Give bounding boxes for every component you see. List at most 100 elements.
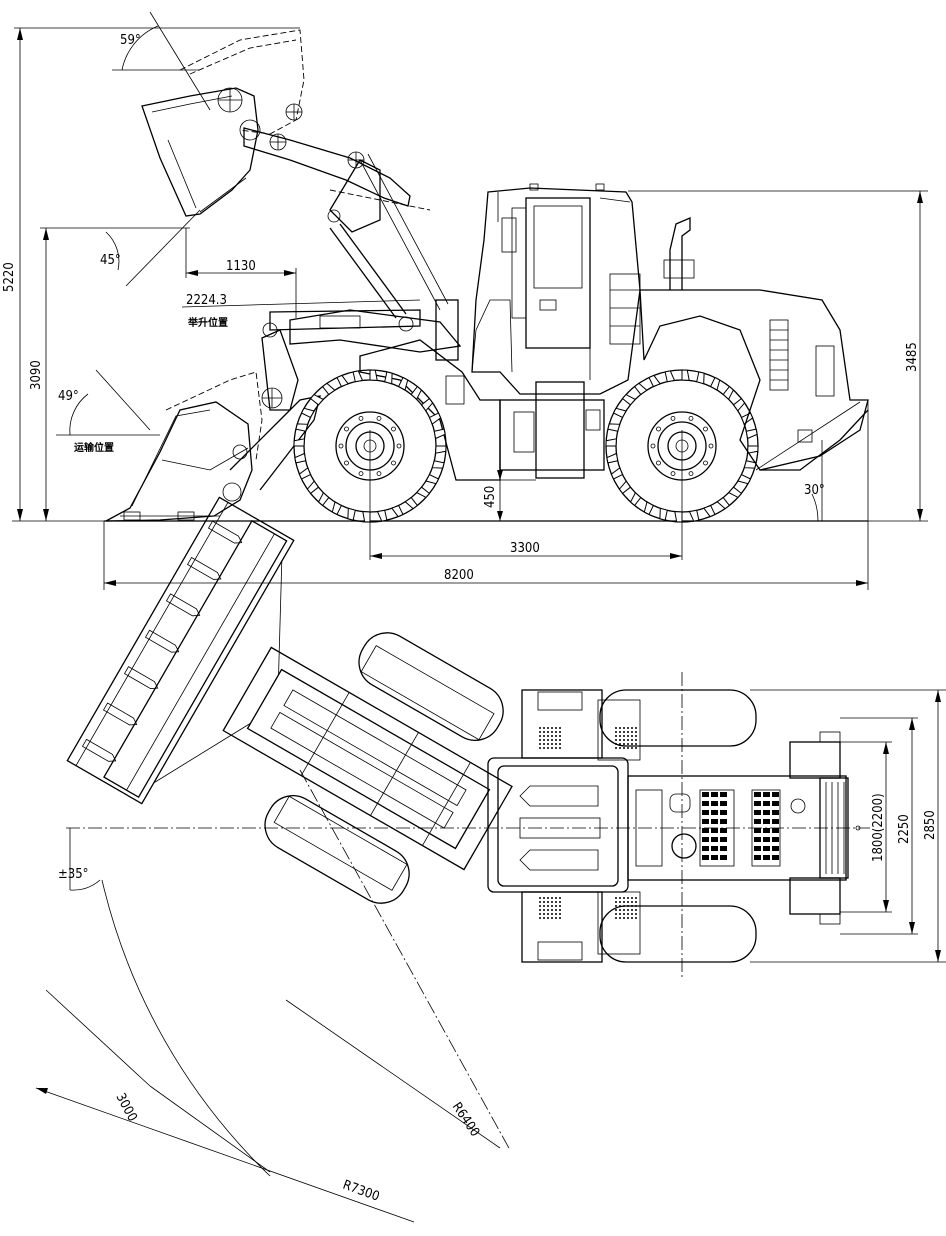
vent-slot xyxy=(763,801,770,806)
tread-plate-dot xyxy=(543,743,545,745)
wheel-bolt xyxy=(338,443,344,449)
tread-plate-dot xyxy=(623,909,625,911)
tire-lug xyxy=(336,374,349,388)
tread-plate-dot xyxy=(623,743,625,745)
tire-lug xyxy=(317,492,330,507)
vent-slot xyxy=(720,801,727,806)
tread-plate-dot xyxy=(619,739,621,741)
angle-rollback-top: 59° xyxy=(120,33,141,48)
wheel-bolt xyxy=(396,443,402,449)
vent-slot xyxy=(720,819,727,824)
label-lift-position: 举升位置 xyxy=(187,316,228,329)
tread-plate-dot xyxy=(619,747,621,749)
wheel-bolt xyxy=(344,426,349,432)
tread-plate-dot xyxy=(615,897,617,899)
tread-plate-dot xyxy=(547,905,549,907)
vent-slot xyxy=(763,810,770,815)
label-transport-position: 运输位置 xyxy=(74,441,114,454)
tread-plate-dot xyxy=(559,897,561,899)
tire-lug xyxy=(431,460,445,469)
tread-plate-dot xyxy=(619,735,621,737)
tread-plate-dot xyxy=(543,897,545,899)
tire-lug xyxy=(309,393,324,406)
vent-slot xyxy=(772,792,779,797)
tread-plate-dot xyxy=(543,917,545,919)
tread-plate-dot xyxy=(551,739,553,741)
tread-plate-dot xyxy=(559,747,561,749)
tread-plate-dot xyxy=(547,747,549,749)
tread-plate-dot xyxy=(615,901,617,903)
tread-plate-dot xyxy=(635,909,637,911)
vent-slot xyxy=(702,819,709,824)
tread-plate-dot xyxy=(635,917,637,919)
dim-overall-length: 8200 xyxy=(444,568,474,583)
side-view xyxy=(12,11,928,590)
tread-plate-dot xyxy=(555,901,557,903)
tread-plate-dot xyxy=(635,905,637,907)
vent-slot xyxy=(754,828,761,833)
dim-tread: 1800(2200) xyxy=(871,793,886,862)
tread-plate-dot xyxy=(539,735,541,737)
tread-plate-dot xyxy=(543,905,545,907)
wheel-bolt xyxy=(376,471,382,477)
tire-lug xyxy=(306,480,320,495)
tread-plate-dot xyxy=(555,731,557,733)
bucket-tooth xyxy=(165,593,201,617)
vent-slot xyxy=(754,792,761,797)
tread-plate-dot xyxy=(631,747,633,749)
vent-slot xyxy=(763,855,770,860)
wheel-bolt xyxy=(688,415,694,421)
tread-plate-dot xyxy=(555,909,557,911)
wheel-bolt xyxy=(358,415,364,421)
tread-plate-dot xyxy=(551,901,553,903)
tire-lug xyxy=(410,385,423,400)
tread-plate-dot xyxy=(543,727,545,729)
tread-plate-dot xyxy=(635,743,637,745)
tire-lug xyxy=(674,511,683,523)
tread-plate-dot xyxy=(623,917,625,919)
vent-slot xyxy=(702,828,709,833)
tread-plate-dot xyxy=(631,743,633,745)
tread-plate-dot xyxy=(627,905,629,907)
tire-lug xyxy=(331,501,343,516)
top-view xyxy=(35,496,946,1223)
dim-turn-radius-inner: R6400 xyxy=(449,1100,483,1140)
tire-lug xyxy=(352,370,364,383)
tread-plate-dot xyxy=(627,747,629,749)
tread-plate-dot xyxy=(551,731,553,733)
vent-slot xyxy=(772,837,779,842)
tread-plate-dot xyxy=(627,739,629,741)
dim-lift-height: 3090 xyxy=(29,360,44,390)
tread-plate-dot xyxy=(555,727,557,729)
tread-plate-dot xyxy=(619,917,621,919)
rear-wheel xyxy=(605,369,759,523)
vent-slot xyxy=(720,810,727,815)
wheel-bolt xyxy=(670,415,676,421)
tread-plate-dot xyxy=(539,743,541,745)
tread-plate-dot xyxy=(555,735,557,737)
tire-lug xyxy=(293,438,305,447)
tread-plate-dot xyxy=(559,739,561,741)
tread-plate-dot xyxy=(615,727,617,729)
tread-plate-dot xyxy=(551,735,553,737)
vent-slot xyxy=(702,801,709,806)
bucket-tooth xyxy=(123,666,159,689)
tire-lug xyxy=(618,480,632,495)
tread-plate-dot xyxy=(627,897,629,899)
tire-lug xyxy=(737,473,752,485)
tread-plate-dot xyxy=(559,731,561,733)
tread-plate-dot xyxy=(623,735,625,737)
tire-lug xyxy=(732,397,746,412)
dim-bucket-width: 3000 xyxy=(112,1091,139,1124)
angle-rollback-ground: 49° xyxy=(58,389,79,404)
tread-plate-dot xyxy=(619,743,621,745)
tread-plate-dot xyxy=(619,731,621,733)
tread-plate-dot xyxy=(615,739,617,741)
wheel-bolt xyxy=(688,471,694,477)
tread-plate-dot xyxy=(539,897,541,899)
bucket-tooth xyxy=(207,520,243,544)
wheel-bolt xyxy=(344,460,349,466)
tread-plate-dot xyxy=(623,897,625,899)
front-section xyxy=(66,496,513,904)
vent-slot xyxy=(772,810,779,815)
